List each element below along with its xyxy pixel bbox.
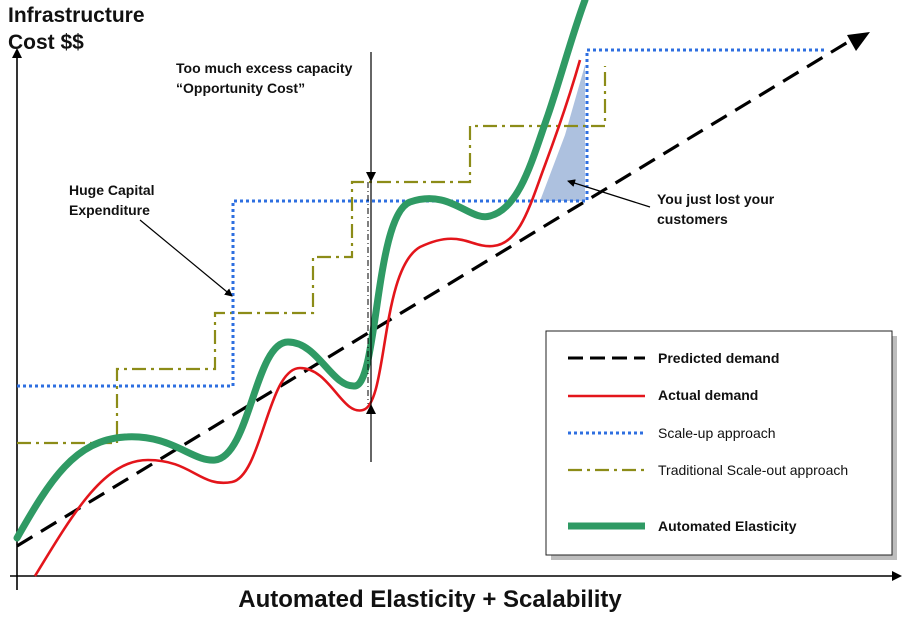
x-axis-title: Automated Elasticity + Scalability <box>238 586 622 613</box>
excess-arrow-bottom <box>366 404 376 414</box>
excess-capacity-note-line2: “Opportunity Cost” <box>176 80 306 96</box>
excess-arrow-top <box>366 172 376 182</box>
lost-customers-area <box>540 65 585 201</box>
y-axis-title-line1: Infrastructure <box>8 4 145 27</box>
lost-customers-note-line1: You just lost your <box>657 191 775 207</box>
legend-label-predicted: Predicted demand <box>658 350 779 366</box>
legend-label-actual: Actual demand <box>658 387 758 403</box>
lost-customers-note-line2: customers <box>657 211 728 227</box>
lost-customers-note: You just lost your customers <box>657 189 774 229</box>
scale-out-line <box>17 66 607 445</box>
legend-label-elasticity: Automated Elasticity <box>658 518 797 534</box>
legend-box <box>545 330 893 556</box>
predicted-demand-arrowhead <box>847 32 870 51</box>
actual-demand-line <box>33 59 582 577</box>
legend-label-scale-out: Traditional Scale-out approach <box>658 462 848 478</box>
legend: Predicted demand Actual demand Scale-up … <box>545 330 897 560</box>
y-axis-title-line2: Cost $$ <box>8 31 84 54</box>
capex-pointer <box>139 219 233 297</box>
excess-capacity-note: Too much excess capacity “Opportunity Co… <box>176 58 352 98</box>
lost-pointer <box>567 179 651 208</box>
legend-label-scale-up: Scale-up approach <box>658 425 776 441</box>
capital-expenditure-note: Huge Capital Expenditure <box>69 180 155 220</box>
capital-expenditure-note-line1: Huge Capital <box>69 182 155 198</box>
capital-expenditure-note-line2: Expenditure <box>69 202 150 218</box>
excess-capacity-note-line1: Too much excess capacity <box>176 60 353 76</box>
y-axis-title: Infrastructure Cost $$ <box>8 2 145 56</box>
predicted-demand-line <box>16 40 849 548</box>
automated-elasticity-line <box>13 0 589 542</box>
